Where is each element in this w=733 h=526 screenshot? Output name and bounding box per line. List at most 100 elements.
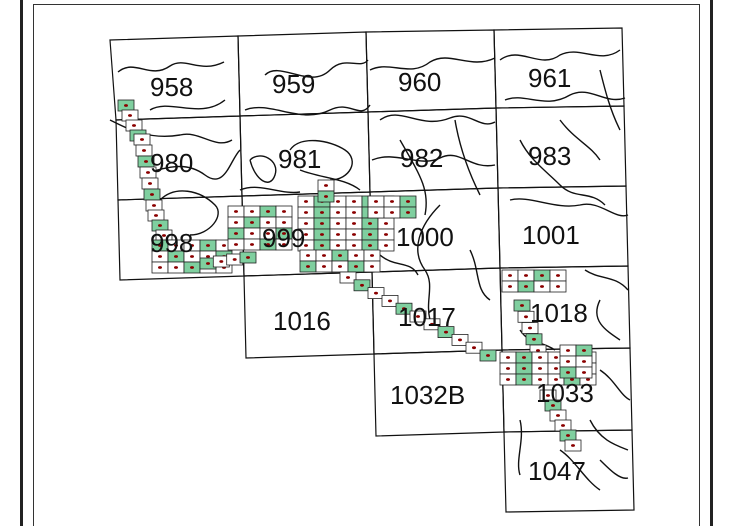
- sample-point: [406, 211, 410, 214]
- sheet-label-1033: 1033: [536, 378, 594, 408]
- sample-point: [571, 444, 575, 447]
- sample-point: [324, 195, 328, 198]
- sample-point: [384, 233, 388, 236]
- sample-point: [551, 404, 555, 407]
- sample-point: [390, 211, 394, 214]
- sample-point: [566, 434, 570, 437]
- sample-point: [368, 233, 372, 236]
- sample-point: [304, 211, 308, 214]
- sheet-label-1032B: 1032B: [390, 380, 465, 410]
- sample-point: [124, 104, 128, 107]
- sample-point: [336, 244, 340, 247]
- sample-point: [206, 255, 210, 258]
- sample-point: [522, 356, 526, 359]
- sample-point: [582, 371, 586, 374]
- sample-point: [154, 214, 158, 217]
- sheet-label-999: 999: [262, 223, 305, 253]
- sample-point: [532, 337, 536, 341]
- sample-point: [282, 221, 286, 224]
- sample-point: [306, 265, 310, 268]
- sample-point: [538, 378, 542, 381]
- sample-point: [458, 338, 462, 342]
- sample-point: [360, 283, 364, 287]
- sheet-label-983: 983: [528, 141, 571, 171]
- sheet-label-1001: 1001: [522, 220, 580, 250]
- sample-point: [250, 232, 254, 235]
- sample-point: [222, 244, 226, 247]
- sample-point: [444, 330, 448, 334]
- sheet-1047-outline[interactable]: [503, 429, 635, 513]
- sample-point: [528, 326, 532, 330]
- sample-point: [232, 258, 237, 261]
- sample-point: [554, 356, 558, 359]
- sample-point: [370, 265, 374, 268]
- sample-point: [150, 193, 154, 196]
- sample-point: [140, 138, 144, 141]
- sample-point: [320, 244, 324, 247]
- sample-point: [234, 243, 238, 246]
- sample-point: [336, 200, 340, 203]
- sample-point: [148, 182, 152, 185]
- sample-point: [190, 266, 194, 269]
- sample-point: [146, 171, 150, 174]
- sample-point: [266, 221, 270, 224]
- sample-point: [402, 307, 406, 311]
- sample-cell-layer: [117, 99, 597, 452]
- sample-point: [520, 304, 524, 307]
- sample-point: [538, 367, 542, 370]
- sample-point: [174, 266, 178, 269]
- sample-point: [556, 285, 560, 288]
- sheet-label-981: 981: [278, 144, 321, 174]
- sample-point: [158, 255, 162, 258]
- sheet-label-998: 998: [150, 228, 193, 258]
- sheet-label-1000: 1000: [396, 222, 454, 252]
- sample-point: [566, 360, 570, 363]
- sample-point: [234, 232, 238, 235]
- sample-point: [266, 243, 270, 246]
- sample-point: [508, 274, 512, 277]
- sheet-label-958: 958: [150, 72, 193, 102]
- sample-point: [219, 260, 224, 263]
- sample-point: [354, 265, 358, 268]
- sample-point: [352, 233, 356, 236]
- sample-point: [556, 274, 560, 277]
- sheet-label-1016: 1016: [273, 306, 331, 336]
- sample-point: [430, 322, 434, 326]
- sample-point: [390, 200, 394, 203]
- sample-point: [250, 243, 254, 246]
- sample-point: [234, 210, 238, 213]
- sample-point: [582, 349, 586, 352]
- sample-point: [368, 244, 372, 247]
- sample-point: [336, 233, 340, 236]
- sample-point: [266, 232, 270, 235]
- sample-point: [370, 254, 374, 257]
- sample-point: [158, 266, 162, 269]
- sample-point: [266, 210, 270, 213]
- sample-point: [336, 222, 340, 225]
- sample-point: [384, 222, 388, 225]
- sample-point: [304, 244, 308, 247]
- sample-point: [524, 315, 528, 319]
- sample-point: [561, 424, 565, 427]
- sample-point: [570, 378, 574, 381]
- sample-point: [416, 315, 420, 318]
- sample-point: [354, 254, 358, 257]
- sample-point: [234, 221, 238, 224]
- sample-point: [352, 244, 356, 247]
- sample-point: [374, 200, 378, 203]
- sheet-label-982: 982: [400, 143, 443, 173]
- sample-point: [524, 274, 528, 277]
- sample-point: [304, 233, 308, 236]
- sample-point: [540, 285, 544, 288]
- sheet-label-1018: 1018: [530, 298, 588, 328]
- sample-point: [524, 285, 528, 288]
- sheet-labels: 958 959 960 961 980 981 982 983 998 999 …: [150, 63, 594, 486]
- sample-point: [206, 262, 210, 265]
- sample-point: [158, 244, 162, 247]
- sample-point: [538, 356, 542, 359]
- sample-point: [554, 378, 558, 381]
- sample-point: [374, 211, 378, 214]
- sample-point: [406, 200, 410, 203]
- sample-point: [384, 244, 388, 247]
